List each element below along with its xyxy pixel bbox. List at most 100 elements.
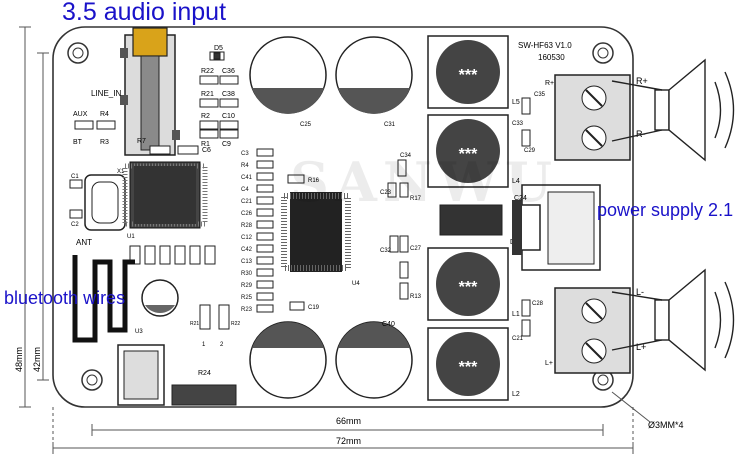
- audio-input-callout: 3.5 audio input: [62, 0, 227, 26]
- r22-label: R22: [201, 68, 214, 75]
- label-c26: C26: [241, 211, 253, 217]
- r3-label: R3: [100, 139, 109, 146]
- power-jack: [512, 184, 601, 271]
- c25-label: C25: [300, 122, 312, 128]
- bluetooth-wires-callout: bluetooth wires: [4, 288, 126, 308]
- pin-1-label: 1: [202, 342, 206, 348]
- terminal-r-plus: R+: [636, 76, 648, 86]
- l1-label: L1: [512, 311, 520, 318]
- pin-2-label: 2: [220, 342, 224, 348]
- label-c42: C42: [241, 247, 253, 253]
- terminal-blocks: [554, 74, 631, 374]
- aux-label: AUX: [73, 111, 88, 118]
- r16-part: [287, 174, 305, 184]
- r2-label: R2: [201, 113, 210, 120]
- label-r4: R4: [241, 163, 249, 169]
- c35-label: C35: [534, 92, 546, 98]
- c36-label: C36: [222, 68, 235, 75]
- l5-mark: ***: [459, 67, 478, 84]
- c34-label: C34: [400, 153, 412, 159]
- terminal-l-minus: L-: [636, 287, 644, 297]
- c40-label: C40: [382, 321, 395, 328]
- c32-label: C32: [380, 248, 392, 254]
- c23-label: C23: [380, 190, 392, 196]
- u4-label: U4: [352, 281, 360, 287]
- label-c4: C4: [241, 187, 249, 193]
- crystal: [69, 174, 126, 231]
- amplifier-ic: [281, 192, 351, 272]
- r13-label: R13: [410, 294, 422, 300]
- speaker-left: [611, 268, 735, 372]
- label-r30: R30: [241, 271, 253, 277]
- dimension-lines: [19, 26, 651, 454]
- ant-label: ANT: [76, 238, 92, 247]
- c1-label: C1: [71, 174, 79, 180]
- r16-label: R16: [308, 178, 320, 184]
- c6-label: C6: [202, 147, 211, 154]
- dim-66mm: 66mm: [336, 416, 361, 426]
- dim-72mm: 72mm: [336, 436, 361, 446]
- r7-label: R7: [137, 138, 146, 145]
- c27-label: C27: [410, 246, 422, 252]
- terminal-l-plus: L+: [636, 342, 646, 352]
- l4-mark: ***: [459, 146, 478, 163]
- r22-small-label: R22: [231, 321, 240, 327]
- c38-label: C38: [222, 91, 235, 98]
- label-c13: C13: [241, 259, 253, 265]
- l2-mark: ***: [459, 359, 478, 376]
- c19-label: C19: [308, 305, 320, 311]
- inductor-marks: *** *** *** ***: [459, 67, 478, 376]
- label-r28: R28: [241, 223, 253, 229]
- dim-48mm: 48mm: [14, 347, 24, 372]
- inductors: [427, 35, 509, 401]
- c31-label: C31: [384, 122, 396, 128]
- d5-label: D5: [214, 45, 223, 52]
- c24-label: C24: [514, 195, 527, 202]
- electrolytic-caps: [249, 36, 413, 399]
- c21-label: C21: [512, 336, 524, 342]
- small-resistor-pair: [199, 304, 230, 330]
- mid-smd: [387, 97, 531, 337]
- line-in-label: LINE_IN: [91, 89, 121, 98]
- label-r25: R25: [241, 295, 253, 301]
- c10-label: C10: [222, 113, 235, 120]
- audio-jack: [120, 27, 180, 156]
- label-c12: C12: [241, 235, 253, 241]
- l4-label: L4: [512, 178, 520, 185]
- label-c3: C3: [241, 151, 249, 157]
- label-r29: R29: [241, 283, 253, 289]
- x1-label: X1: [117, 169, 125, 175]
- l5-label: L5: [512, 99, 520, 106]
- label-c21: C21: [241, 199, 253, 205]
- dim-42mm: 42mm: [32, 347, 42, 372]
- label-c41: C41: [241, 175, 253, 181]
- r21-label: R21: [201, 91, 214, 98]
- c19-part: [289, 301, 305, 311]
- u1-label: U1: [127, 234, 135, 240]
- smd-cluster-top: [74, 51, 239, 155]
- r17-label: R17: [410, 196, 422, 202]
- l1-mark: ***: [459, 279, 478, 296]
- c28-label: C28: [532, 301, 544, 307]
- cap-row: [129, 245, 216, 265]
- hole-spec: Ø3MM*4: [648, 420, 684, 430]
- c2-label: C2: [71, 222, 79, 228]
- label-r23: R23: [241, 307, 253, 313]
- c9-label: C9: [222, 141, 231, 148]
- u3-label: U3: [135, 329, 143, 335]
- r24-part: [171, 384, 237, 406]
- l2-label: L2: [512, 391, 520, 398]
- speaker-right: [611, 58, 735, 162]
- bluetooth-ic: [122, 161, 208, 229]
- left-column-smd: [256, 148, 274, 313]
- watermark: SANWU: [290, 150, 558, 214]
- c33-label: C33: [512, 121, 524, 127]
- diode-d3: [439, 204, 503, 236]
- r21-small-label: R21: [190, 321, 199, 327]
- power-supply-callout: power supply 2.1: [597, 200, 734, 220]
- board-model: SW-HF63 V1.0: [518, 41, 572, 50]
- mounting-holes: [67, 42, 614, 391]
- bt-label: BT: [73, 139, 83, 146]
